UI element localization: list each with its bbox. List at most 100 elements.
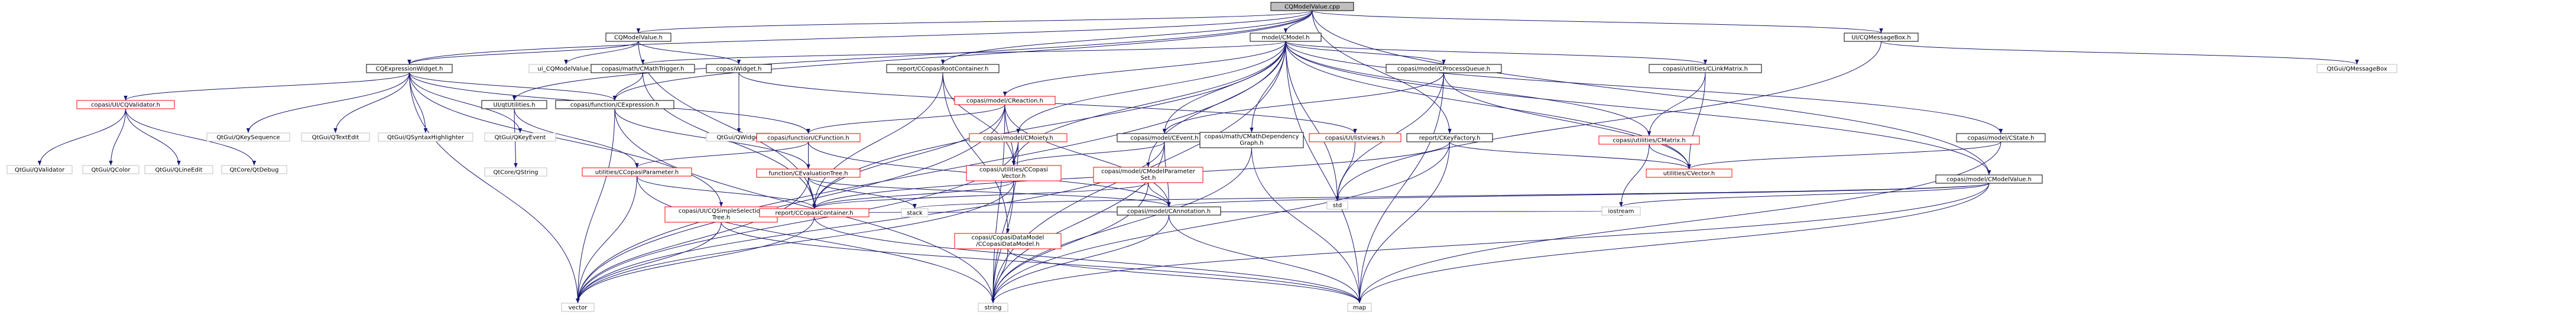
edge-ccopasirootcontainer_h-to-ccopasidatamodel_h xyxy=(942,72,1010,234)
node-cvector-h[interactable]: utilities/CVector.h xyxy=(1646,168,1733,178)
node-cqmessagebox-h[interactable]: UI/CQMessageBox.h xyxy=(1844,33,1919,42)
node-box xyxy=(1935,174,2043,184)
node-cqexpressionwidget-h[interactable]: CQExpressionWidget.h xyxy=(366,64,453,73)
node-qtgui-qsyntaxhighlighter: QtGui/QSyntaxHighlighter xyxy=(378,132,473,142)
node-box xyxy=(966,165,1062,181)
edge-root-to-cqexpressionwidget_h xyxy=(407,10,1313,65)
node-copasiwidget-h[interactable]: copasiWidget.h xyxy=(706,64,772,73)
edge-model_cmodel_h-to-cmathtrigger_h xyxy=(641,41,1286,65)
node-stack: stack xyxy=(901,208,929,217)
node-model-cmodel-h[interactable]: model/CModel.h xyxy=(1250,33,1322,42)
edge-cqmodelvalue_h-to-cqexpressionwidget_h xyxy=(407,41,639,65)
node-qtcore-qtdebug: QtCore/QtDebug xyxy=(221,165,287,174)
node-root[interactable]: CQModelValue.cpp xyxy=(1270,2,1354,11)
node-label: copasi/UI/listviews.h xyxy=(1325,135,1386,142)
edge-qtutilities_h-to-ccopasiparameter_h xyxy=(514,108,639,168)
node-cprocessqueue-h[interactable]: copasi/model/CProcessQueue.h xyxy=(1386,64,1502,73)
edge-ckeyfactory_h-to-string xyxy=(991,141,1450,304)
node-cexpression-h[interactable]: copasi/function/CExpression.h xyxy=(555,100,674,109)
node-cstate-h[interactable]: copasi/model/CState.h xyxy=(1956,133,2046,142)
edge-cmodelvalue_h-to-cannotation_h xyxy=(1167,183,1990,207)
node-label: QtGui/QColor xyxy=(91,167,131,174)
node-box xyxy=(886,64,1000,73)
edge-model_cmodel_h-to-cvector_h xyxy=(1285,41,1691,170)
edge-ccopasidatamodel_h-to-string xyxy=(991,248,1008,304)
edge-cqmodelvalue_h-to-ui_cqmodelvalue_h xyxy=(564,41,639,65)
edge-cexpression_h-to-vector xyxy=(576,108,615,304)
node-label: QtGui/QLineEdit xyxy=(155,167,202,174)
node-ccopasidatamodel-h[interactable]: copasi/CopasiDataModel/CCopasiDataModel.… xyxy=(954,233,1062,249)
node-ccopasirootcontainer-h[interactable]: report/CCopasiRootContainer.h xyxy=(886,64,1000,73)
edge-cqvalidator_h-to-qtgui_qvalidator xyxy=(37,108,126,166)
edge-ccopasicontainer_h-to-vector xyxy=(576,216,815,304)
node-qtgui-qmessagebox: QtGui/QMessageBox xyxy=(2317,64,2397,73)
edge-qtviews_h-to-std xyxy=(1335,141,1355,202)
edge-cmatrix_h-to-iostream xyxy=(1619,144,1650,207)
edge-cstate_h-to-cvector_h xyxy=(1687,141,2001,170)
node-creaction-h[interactable]: copasi/model/CReaction.h xyxy=(954,96,1056,105)
node-label: std xyxy=(1333,203,1342,209)
node-cqmodelvalue-h[interactable]: CQModelValue.h xyxy=(605,33,671,42)
node-ccopasicontainer-h[interactable]: report/CCopasiContainer.h xyxy=(759,208,870,217)
node-label: copasi/CopasiDataModel/CCopasiDataModel.… xyxy=(972,235,1044,248)
node-box xyxy=(1649,64,1762,73)
node-label: copasi/math/CMathTrigger.h xyxy=(601,66,684,73)
node-cmoiety-h[interactable]: copasi/model/CMoiety.h xyxy=(969,133,1068,142)
node-label: copasi/function/CFunction.h xyxy=(767,135,849,142)
node-cevent-h[interactable]: copasi/model/CEvent.h xyxy=(1117,133,1212,142)
edge-cmodelvalue_h-to-stack xyxy=(913,183,1990,209)
node-label: report/CCopasiContainer.h xyxy=(776,210,854,217)
node-cqvalidator-h[interactable]: copasi/UI/CQValidator.h xyxy=(76,100,175,109)
node-qtgui-qkeysequence: QtGui/QKeySequence xyxy=(206,132,290,142)
edge-model_cmodel_h-to-clinkmatrix_h xyxy=(1285,41,1707,65)
node-qtgui-qvalidator: QtGui/QValidator xyxy=(7,165,73,174)
edge-root-to-ccopasirootcontainer_h xyxy=(940,10,1313,65)
edge-cmodelparameterset_h-to-cannotation_h xyxy=(1148,182,1171,207)
node-label: copasi/UI/CQValidator.h xyxy=(91,102,160,109)
node-cmathtrigger-h[interactable]: copasi/math/CMathTrigger.h xyxy=(591,64,695,73)
node-box xyxy=(2317,64,2397,73)
node-cevaluationtree-h[interactable]: function/CEvaluationTree.h xyxy=(756,168,861,178)
edge-ccopasivector_h-to-ccopasicontainer_h xyxy=(812,180,1014,209)
edge-model_cmodel_h-to-ccopasivector_h xyxy=(1011,41,1286,166)
node-ckeyfactory-h[interactable]: report/CKeyFactory.h xyxy=(1406,133,1493,142)
node-box xyxy=(706,64,772,73)
node-box xyxy=(221,165,287,174)
node-box xyxy=(978,303,1008,312)
edge-root-to-ckeyfactory_h xyxy=(1312,10,1452,134)
node-clinkmatrix-h[interactable]: copasi/utilities/CLinkMatrix.h xyxy=(1649,64,1762,73)
node-label: QtGui/QSyntaxHighlighter xyxy=(387,135,465,141)
node-ccopasiparameter-h[interactable]: utilities/CCopasiParameter.h xyxy=(582,167,692,177)
node-label: UI/qtUtilities.h xyxy=(493,102,535,109)
node-vector: vector xyxy=(561,303,595,312)
node-box xyxy=(1309,133,1401,142)
node-box xyxy=(969,133,1068,142)
node-qtviews-h[interactable]: copasi/UI/listviews.h xyxy=(1309,133,1401,142)
node-cmodelvalue-h[interactable]: copasi/model/CModelValue.h xyxy=(1935,174,2043,184)
node-cannotation-h[interactable]: copasi/model/CAnnotation.h xyxy=(1117,206,1221,216)
edge-creaction_h-to-cannotation_h xyxy=(1004,104,1171,207)
edge-cevaluationtree_h-to-ccopasicontainer_h xyxy=(808,177,816,209)
edge-model_cmodel_h-to-cprocessqueue_h xyxy=(1285,41,1446,65)
node-box xyxy=(664,206,778,223)
node-label: CQModelValue.cpp xyxy=(1284,4,1340,11)
node-label: copasi/model/CModelValue.h xyxy=(1946,177,2032,183)
node-qtgui-qlineedit: QtGui/QLineEdit xyxy=(144,165,213,174)
edge-cfunction_h-to-ccopasiparameter_h xyxy=(635,141,809,168)
node-label: QtGui/QWidget xyxy=(716,135,761,141)
node-cfunction-h[interactable]: copasi/function/CFunction.h xyxy=(756,133,861,142)
edge-ccopasirootcontainer_h-to-ccopasivector_h xyxy=(942,72,1016,166)
node-cmatrix-h[interactable]: copasi/utilities/CMatrix.h xyxy=(1598,135,1700,145)
node-qtutilities-h[interactable]: UI/qtUtilities.h xyxy=(481,100,547,109)
node-box xyxy=(1646,168,1733,178)
node-label: copasi/model/CReaction.h xyxy=(966,98,1043,105)
edge-root-to-model_cmodel_h xyxy=(1283,10,1313,34)
node-qtgui-qtextedit: QtGui/QTextEdit xyxy=(301,132,370,142)
